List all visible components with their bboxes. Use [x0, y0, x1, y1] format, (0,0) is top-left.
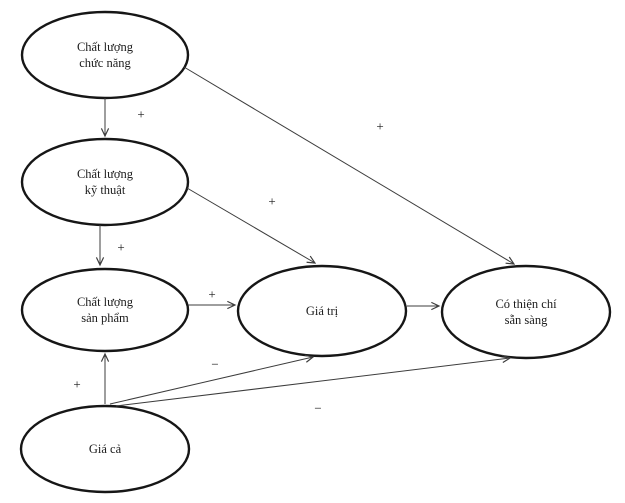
arrow-price-to-value	[109, 354, 315, 405]
node-ellipse-functional-quality	[20, 10, 190, 100]
node-ellipse-value	[236, 264, 408, 358]
arrow-functional-to-willingness	[183, 66, 516, 265]
arrow-price-to-willingness	[115, 354, 512, 407]
node-ellipse-technical-quality	[20, 137, 190, 227]
node-ellipse-price	[19, 404, 191, 494]
node-ellipse-product-quality	[20, 267, 190, 353]
arrow-technical-to-value	[186, 187, 317, 264]
node-ellipse-willingness	[440, 264, 612, 360]
